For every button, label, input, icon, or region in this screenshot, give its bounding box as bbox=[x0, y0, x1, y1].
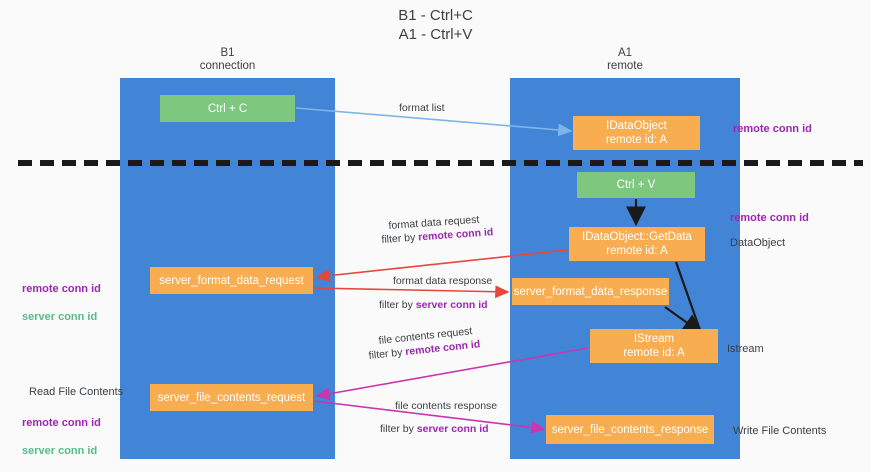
filter-prefix: filter by bbox=[381, 231, 419, 246]
node-server-file-contents-request[interactable]: server_file_contents_request bbox=[150, 384, 313, 411]
filter-key-server-conn-id: server conn id bbox=[416, 423, 489, 435]
node-ctrl-v[interactable]: Ctrl + V bbox=[577, 172, 695, 198]
annotation-remote-conn-id-top: remote conn id bbox=[733, 123, 812, 135]
filter-key-server-conn-id: server conn id bbox=[415, 299, 488, 311]
node-server-format-data-request[interactable]: server_format_data_request bbox=[150, 267, 313, 294]
edge-label-file-contents-response-filter: filter by server conn id bbox=[380, 422, 489, 436]
node-idataobject[interactable]: IDataObject remote id: A bbox=[573, 116, 700, 150]
annotation-istream: Istream bbox=[727, 343, 764, 355]
annotation-server-conn-id: server conn id bbox=[22, 445, 98, 457]
column-header-a1: A1 remote bbox=[607, 47, 643, 72]
annotation-left-conn-ids-top: remote conn id server conn id bbox=[22, 268, 101, 338]
node-server-format-data-response[interactable]: server_format_data_response bbox=[512, 278, 669, 305]
node-istream[interactable]: IStream remote id: A bbox=[590, 329, 718, 363]
annotation-remote-conn-id-mid: remote conn id bbox=[730, 212, 809, 224]
annotation-remote-conn-id: remote conn id bbox=[22, 283, 101, 295]
column-header-b1: B1 connection bbox=[199, 47, 256, 72]
edge-label-format-data-response: format data response bbox=[393, 275, 493, 287]
edge-label-format-data-response-filter: filter by server conn id bbox=[379, 298, 488, 312]
arrow-format-data-response bbox=[314, 285, 510, 299]
node-server-file-contents-response[interactable]: server_file_contents_response bbox=[546, 415, 714, 444]
annotation-read-file-contents: Read File Contents bbox=[29, 386, 124, 398]
node-ctrl-c[interactable]: Ctrl + C bbox=[160, 95, 295, 122]
filter-key-remote-conn-id: remote conn id bbox=[417, 226, 494, 244]
filter-prefix: filter by bbox=[368, 346, 406, 362]
edge-label-file-contents-response: file contents response bbox=[395, 400, 498, 412]
annotation-remote-conn-id: remote conn id bbox=[22, 417, 101, 429]
filter-prefix: filter by bbox=[379, 299, 416, 311]
diagram-title: B1 - Ctrl+C A1 - Ctrl+V bbox=[398, 7, 473, 43]
annotation-dataobject: DataObject bbox=[730, 237, 786, 249]
edge-label-format-list: format list bbox=[399, 102, 445, 114]
filter-prefix: filter by bbox=[380, 423, 417, 435]
annotation-write-file-contents: Write File Contents bbox=[733, 425, 827, 437]
annotation-server-conn-id: server conn id bbox=[22, 311, 98, 323]
node-idataobject-getdata[interactable]: IDataObject::GetData remote id: A bbox=[569, 227, 705, 261]
ctrl-c-ctrl-v-divider bbox=[18, 160, 863, 166]
annotation-left-conn-ids-bottom: remote conn id server conn id bbox=[22, 402, 101, 472]
